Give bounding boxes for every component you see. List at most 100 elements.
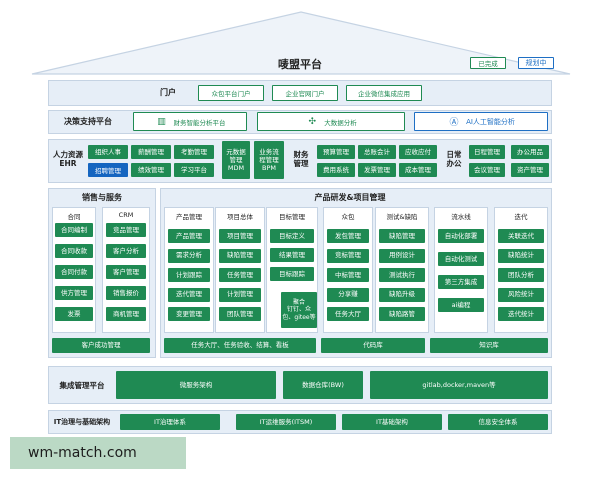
sales-col-item: 销售报价: [106, 286, 146, 300]
finance-item: 总账会计: [358, 145, 396, 159]
product-col-item: 发包管理: [327, 229, 369, 243]
infra-item: IT运维服务(ITSM): [236, 414, 336, 430]
product-col-item: 团队分析: [498, 268, 544, 282]
product-column-title: 项目总体: [227, 213, 253, 221]
sales-col-item: 合同收款: [55, 244, 93, 258]
sales-col-item: 合同付款: [55, 265, 93, 279]
decision-item-label: AI人工智能分析: [466, 117, 515, 126]
ai-icon: Ⓐ: [449, 118, 459, 128]
product-col-item: 风险统计: [498, 287, 544, 302]
product-col-item: 任务大厅: [327, 307, 369, 321]
decision-item-label: 大数据分析: [324, 118, 357, 127]
product-col-item: 缺陷升级: [379, 287, 425, 302]
bpm-box: 业务流 程管理 BPM: [254, 141, 284, 179]
product-col-item: 迭代统计: [498, 307, 544, 321]
mdm-box: 元数据 管理 MDM: [222, 141, 250, 179]
product-col-item: 计划管理: [219, 287, 261, 302]
portal-label: 门户: [160, 88, 176, 98]
contract-title: 合同: [67, 213, 81, 221]
sales-bottom: 客户成功管理: [52, 338, 150, 353]
bar-chart-icon: ▥: [157, 116, 166, 127]
product-bottom-tasks: 任务大厅、任务验收、结算、看板: [164, 338, 316, 353]
product-col-item: 产品管理: [168, 229, 210, 243]
hr-item: 招聘管理: [88, 163, 128, 177]
product-col-item: 缺陷路管: [379, 307, 425, 321]
product-col-item: 竞标管理: [327, 248, 369, 263]
finance-item: 发票管理: [358, 163, 396, 177]
sales-col-item: 供方管理: [55, 286, 93, 300]
legend-planned: 规划中: [518, 57, 554, 69]
finance-label: 财务 管理: [293, 150, 309, 168]
product-col-item: 中标管理: [327, 268, 369, 282]
hr-item: 考勤管理: [174, 145, 214, 159]
portal-item-crowdsource: 众包平台门户: [198, 85, 264, 101]
decision-item-label: 财务智能分析平台: [173, 118, 226, 127]
product-col-item: 用例设计: [379, 248, 425, 263]
product-column: [434, 207, 488, 333]
decision-item-ai: Ⓐ AI人工智能分析: [414, 112, 548, 131]
sales-col-item: 客户分析: [106, 244, 146, 258]
product-col-item: 测试执行: [379, 268, 425, 282]
infra-item: IT治理体系: [120, 414, 220, 430]
product-col-item: 关联迭代: [498, 229, 544, 243]
product-col-item: 项目管理: [219, 229, 261, 243]
decision-item-finance: ▥ 财务智能分析平台: [133, 112, 247, 131]
product-column-title: 迭代: [514, 213, 528, 221]
product-column-title: 测试&缺陷: [386, 213, 418, 221]
infra-label: IT治理与基础架构: [53, 417, 111, 426]
office-item: 办公用品: [511, 145, 549, 159]
finance-item: 应收应付: [399, 145, 437, 159]
product-col-item: 自动化测试: [438, 252, 484, 266]
product-col-item: 迭代管理: [168, 287, 210, 302]
portal-item-wecom: 企业微信集成应用: [346, 85, 422, 101]
hr-item: 绩效管理: [131, 163, 171, 177]
sales-label: 销售与服务: [82, 193, 122, 203]
product-col-item: 变更管理: [168, 307, 210, 321]
product-col-item: 结果管理: [270, 248, 314, 262]
office-item: 会议管理: [469, 163, 505, 177]
hr-item: 组织人事: [88, 145, 128, 159]
product-col-item: 计划跟踪: [168, 268, 210, 282]
hr-label: 人力资源 EHR: [53, 150, 83, 168]
roof: [31, 11, 571, 75]
product-bottom-repo: 代码库: [321, 338, 425, 353]
integration-box: 聚合 钉钉、众 包、gitee等: [281, 292, 317, 328]
sales-col-item: 商机管理: [106, 307, 146, 321]
office-label: 日常 办公: [446, 150, 462, 168]
sales-col-item: 合同编制: [55, 223, 93, 237]
watermark-text: wm-match.com: [28, 445, 137, 461]
product-column-title: 流水线: [451, 213, 471, 221]
watermark-box: wm-match.com: [10, 437, 186, 469]
product-col-item: 任务管理: [219, 268, 261, 282]
product-column-title: 产品管理: [176, 213, 202, 221]
product-col-item: 目标跟踪: [270, 267, 314, 281]
infra-item: IT基础架构: [342, 414, 442, 430]
sales-col-item: 竞品管理: [106, 223, 146, 237]
finance-item: 成本管理: [399, 163, 437, 177]
sales-col-item: 发票: [55, 307, 93, 321]
product-col-item: 缺陷统计: [498, 248, 544, 263]
product-bottom-wiki: 知识库: [430, 338, 548, 353]
legend-done: 已完成: [470, 57, 506, 69]
office-item: 日程管理: [469, 145, 505, 159]
product-col-item: 需求分析: [168, 248, 210, 263]
finance-item: 费用系统: [317, 163, 355, 177]
integ-item: gitlab,docker,maven等: [370, 371, 548, 399]
integ-label: 集成管理平台: [59, 380, 105, 390]
page-title: 唛盟平台: [278, 58, 322, 72]
product-column-title: 目标管理: [279, 213, 305, 221]
crm-title: CRM: [118, 211, 134, 219]
integ-item: 微服务架构: [116, 371, 276, 399]
product-col-item: 目标定义: [270, 229, 314, 243]
integ-item: 数据仓库(BW): [283, 371, 363, 399]
hr-item: 薪酬管理: [131, 145, 171, 159]
decision-label: 决策支持平台: [64, 117, 112, 127]
network-icon: ✣: [308, 116, 317, 127]
sales-col-item: 客户管理: [106, 265, 146, 279]
finance-item: 预算管理: [317, 145, 355, 159]
product-col-item: 缺陷管理: [379, 229, 425, 243]
product-col-item: 分享赚: [327, 287, 369, 302]
decision-item-bigdata: ✣ 大数据分析: [257, 112, 405, 131]
product-col-item: 第三方集成: [438, 275, 484, 289]
product-column-title: 众包: [341, 213, 355, 221]
